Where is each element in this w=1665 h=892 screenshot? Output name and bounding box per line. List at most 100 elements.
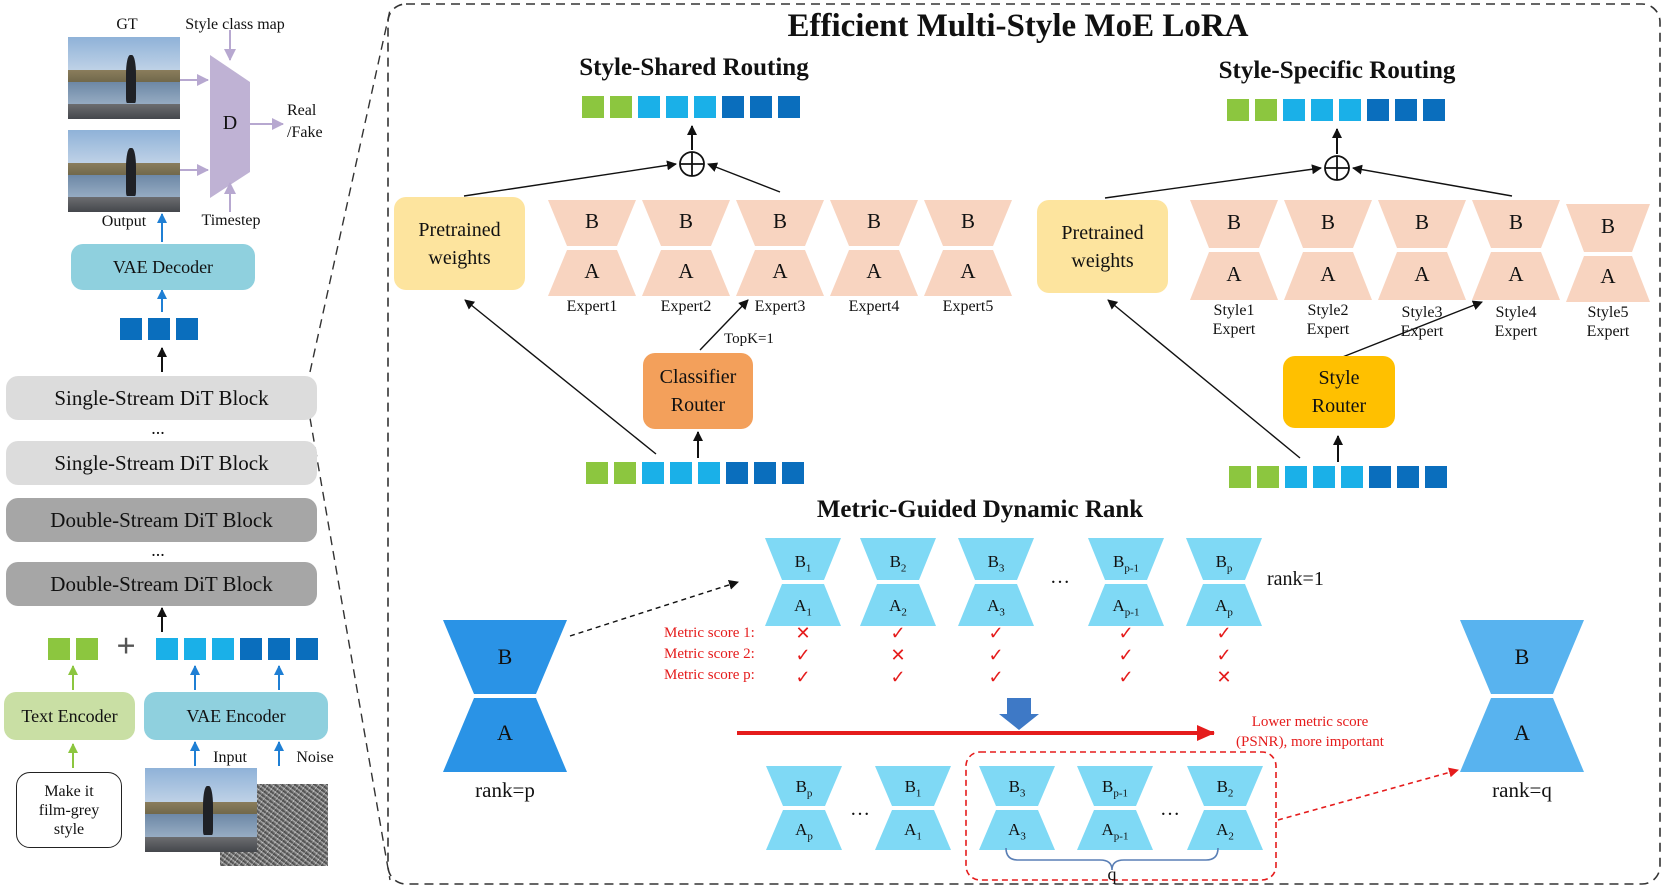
b-sub: 3: [1019, 787, 1026, 800]
a-sub: 2: [901, 606, 907, 619]
specific-output-tokens: [1227, 99, 1445, 121]
router-line: Classifier: [659, 366, 737, 388]
image-token: [240, 638, 262, 660]
a-sub: p-1: [1124, 606, 1140, 619]
style-expert-label: Style3 Expert: [1401, 303, 1444, 341]
lora-a-label: A3: [987, 596, 1005, 618]
a-char: A: [904, 820, 917, 839]
input-image: [145, 768, 257, 852]
a-sub: 1: [806, 606, 812, 619]
prompt-line: style: [53, 820, 85, 838]
a-sub: p-1: [1113, 830, 1129, 843]
metric-mark: ✓: [988, 623, 1004, 643]
expert-label: Expert2: [660, 298, 712, 315]
expert-a: A: [1320, 262, 1336, 286]
image-token: [268, 638, 290, 660]
plus-sign: +: [116, 628, 136, 665]
q-label: q: [1107, 864, 1117, 884]
output-image: [68, 130, 180, 212]
noise-label: Noise: [296, 749, 334, 766]
expert-b: B: [1414, 210, 1430, 234]
b-sub: p-1: [1113, 787, 1129, 800]
shared-experts: [548, 200, 1012, 296]
expert-a: A: [1414, 262, 1430, 286]
b-sub: 1: [915, 787, 922, 800]
a-sub: 3: [1020, 830, 1026, 843]
metric-mark: ✓: [1118, 645, 1134, 665]
rank1-loras: [765, 538, 1262, 626]
expert-b: B: [960, 209, 976, 233]
noise-image: [220, 784, 328, 866]
expert-a: A: [772, 259, 788, 283]
image-token: [296, 638, 318, 660]
expert-label: Expert4: [848, 298, 900, 315]
b-char: B: [1216, 777, 1228, 796]
metric-mark: ✓: [1216, 645, 1232, 665]
style-expert-line: Expert: [1494, 323, 1538, 340]
a-char: A: [1112, 596, 1125, 615]
output-label: Output: [101, 213, 147, 230]
a-sub: p: [1227, 606, 1233, 619]
text-token: [76, 638, 98, 660]
down-arrow: [1007, 698, 1031, 714]
expert-b: B: [678, 209, 694, 233]
double-stream-block-1: Double-Stream DiT Block: [6, 498, 317, 542]
ellipsis: …: [1050, 566, 1070, 588]
metric-score-label: Metric score 2:: [664, 646, 755, 662]
pretrained-line: weights: [428, 246, 491, 269]
timestep-label: Timestep: [201, 212, 261, 229]
topk-label: TopK=1: [724, 331, 774, 347]
b-sub: 2: [900, 562, 907, 575]
expert-b: B: [1320, 210, 1336, 234]
specific-input-tokens: [1229, 466, 1447, 488]
expert-a: A: [1508, 262, 1524, 286]
style-router: Style Router: [1283, 356, 1395, 428]
style-expert-line: Style3: [1401, 304, 1443, 321]
a-char: A: [1008, 820, 1021, 839]
zoom-line-bottom: [309, 417, 391, 881]
expert-a: A: [584, 259, 600, 283]
prompt-line: Make it: [44, 782, 94, 800]
b-char: B: [1008, 777, 1020, 796]
b-sub: p: [806, 787, 813, 800]
expert-b: B: [772, 209, 788, 233]
ellipsis: ...: [151, 540, 165, 560]
expert-label: Expert1: [566, 298, 618, 315]
gt-label: GT: [116, 16, 138, 33]
prompt-line: film-grey: [38, 801, 100, 819]
b-sub: p: [1226, 562, 1233, 575]
rankq-label: rank=q: [1492, 778, 1552, 802]
lora-b-label: B2: [890, 552, 907, 574]
sorted-loras: [766, 766, 1263, 850]
sorted-b-label: Bp: [796, 777, 813, 799]
metric-mark: ✓: [890, 667, 906, 687]
expert-b: B: [1226, 210, 1242, 234]
latent-token: [176, 318, 198, 340]
expert-a: A: [1226, 262, 1242, 286]
expert-b: B: [584, 209, 600, 233]
metric-mark: ✓: [1118, 667, 1134, 687]
discriminator-label: D: [222, 112, 238, 134]
sorted-a-label: Ap-1: [1102, 820, 1129, 842]
style-expert-label: Style5 Expert: [1587, 303, 1630, 341]
b-char: B: [1215, 552, 1227, 571]
rankp-label: rank=p: [475, 778, 535, 802]
a-char: A: [889, 596, 902, 615]
pretrained-line: weights: [1071, 249, 1134, 272]
metric-mark: ✕: [1216, 667, 1232, 687]
expert-a: A: [678, 259, 694, 283]
rankq-a: A: [1514, 720, 1530, 745]
b-char: B: [904, 777, 916, 796]
style-expert-line: Expert: [1586, 323, 1630, 340]
expert-a: A: [866, 259, 882, 283]
note-line: (PSNR), more important: [1236, 734, 1384, 750]
real-fake-label: Real /Fake: [287, 100, 323, 144]
q-brace: [1005, 847, 1219, 871]
lora-b-label: B3: [988, 552, 1005, 574]
rankq-b: B: [1514, 644, 1530, 669]
fake-text: /Fake: [287, 124, 323, 141]
b-sub: p-1: [1124, 562, 1140, 575]
zoom-line-top: [309, 9, 391, 373]
text-encoder: Text Encoder: [4, 692, 135, 740]
pretrained-line: Pretrained: [1061, 221, 1144, 244]
